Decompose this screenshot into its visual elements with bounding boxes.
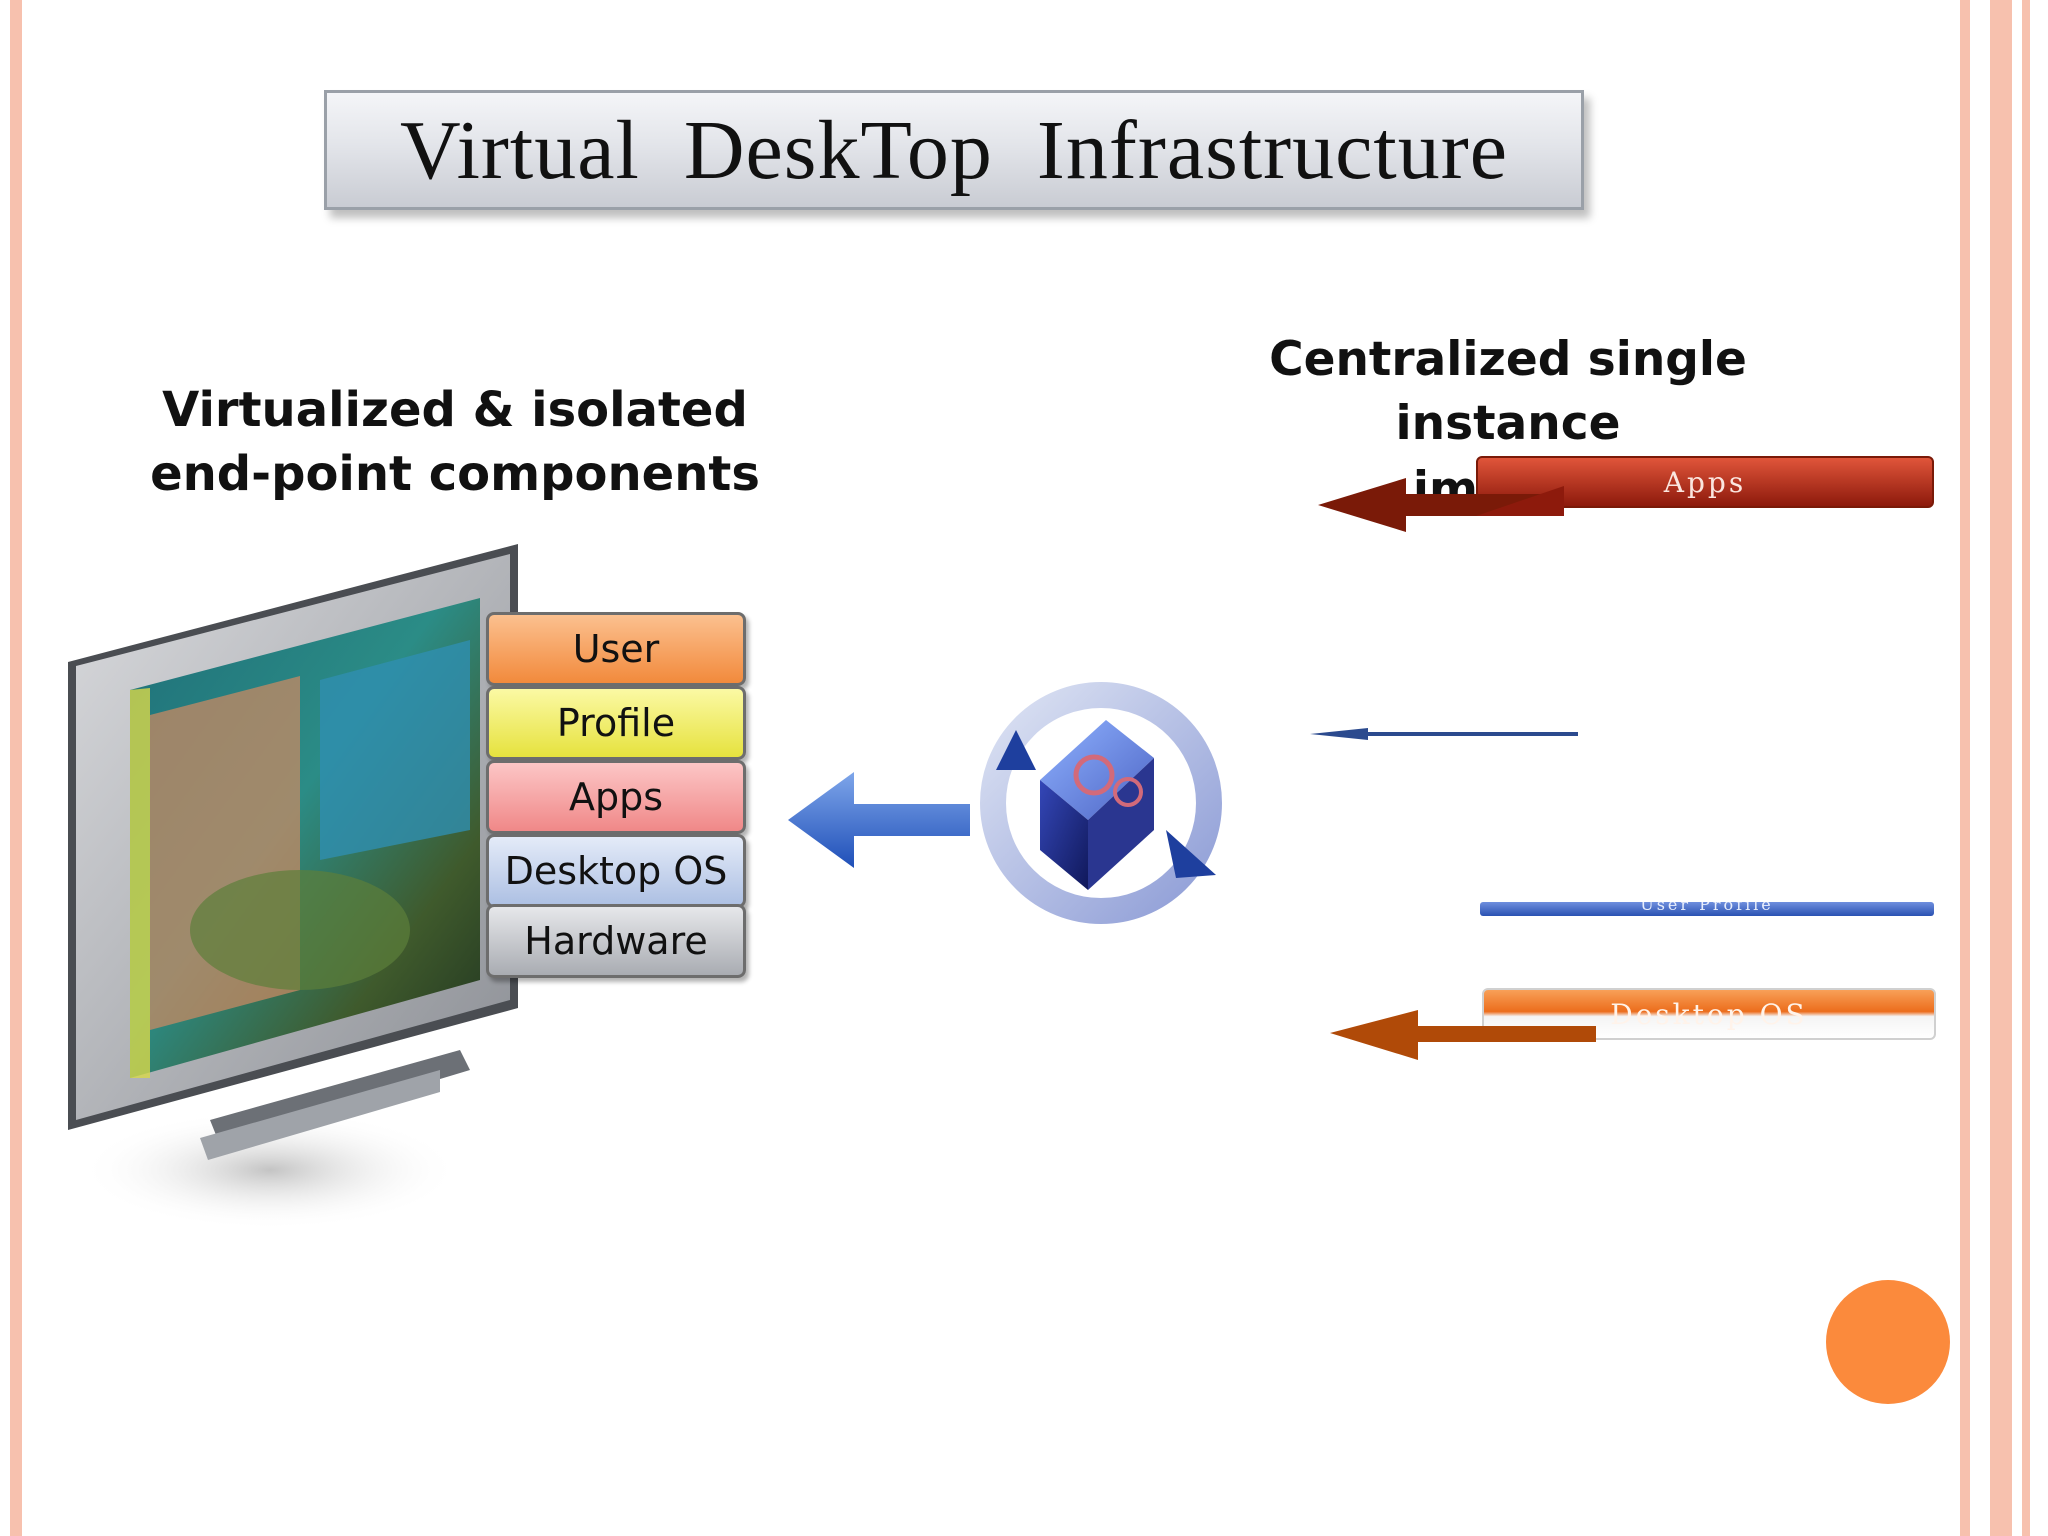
stack-desktop-os: Desktop OS	[486, 834, 746, 908]
poster-landscape	[190, 870, 410, 990]
monitor-base	[200, 1070, 440, 1160]
stack-hardware: Hardware	[486, 904, 746, 978]
right-desktop-os-label: Desktop OS	[1610, 997, 1808, 1031]
decorative-orange-dot	[1826, 1280, 1950, 1404]
right-user-profile-label: User Profile	[1640, 902, 1774, 914]
left-heading-line-2: end-point components	[150, 446, 760, 502]
poster-edge	[130, 688, 150, 1078]
blue-left-arrow	[788, 772, 970, 868]
left-frame-bar	[10, 0, 22, 1536]
sync-cube-icon	[980, 682, 1222, 924]
red-left-arrow	[1318, 478, 1564, 532]
gear-icon	[1073, 754, 1115, 796]
right-frame-bar-3	[2022, 0, 2030, 1536]
stack-user-label: User	[572, 627, 660, 671]
sync-ring	[980, 682, 1222, 924]
sync-arrowhead-left	[996, 730, 1036, 770]
right-frame-bar-2	[1990, 0, 2012, 1536]
stack-apps-label: Apps	[568, 775, 664, 819]
right-heading-line-1: Centralized single instance	[1269, 332, 1747, 451]
left-heading: Virtualized & isolated end-point compone…	[150, 378, 760, 506]
title-banner: Virtual DeskTop Infrastructure	[324, 90, 1584, 210]
right-frame-bar-1	[1960, 0, 1970, 1536]
right-apps-label: Apps	[1663, 465, 1747, 499]
stack-profile-label: Profile	[556, 701, 676, 745]
orange-left-arrow	[1330, 1010, 1596, 1060]
stack-apps: Apps	[486, 760, 746, 834]
left-heading-line-1: Virtualized & isolated	[162, 382, 748, 438]
stack-user: User	[486, 612, 746, 686]
monitor-illustration	[68, 544, 518, 1230]
cube-left-face	[1040, 780, 1088, 890]
stack-desktop-os-label: Desktop OS	[504, 849, 728, 893]
slide-title: Virtual DeskTop Infrastructure	[399, 103, 1509, 197]
monitor-shadow	[80, 1110, 460, 1230]
sync-arrowhead-right	[1166, 830, 1216, 878]
thin-blue-left-arrow	[1310, 728, 1578, 740]
cube-top	[1040, 720, 1154, 820]
gear-icon-small	[1113, 777, 1143, 807]
stack-hardware-label: Hardware	[524, 919, 708, 963]
right-user-profile-bar: User Profile	[1480, 902, 1934, 916]
poster-face-right	[320, 640, 470, 860]
cube-right-face	[1088, 758, 1154, 890]
stack-profile: Profile	[486, 686, 746, 760]
